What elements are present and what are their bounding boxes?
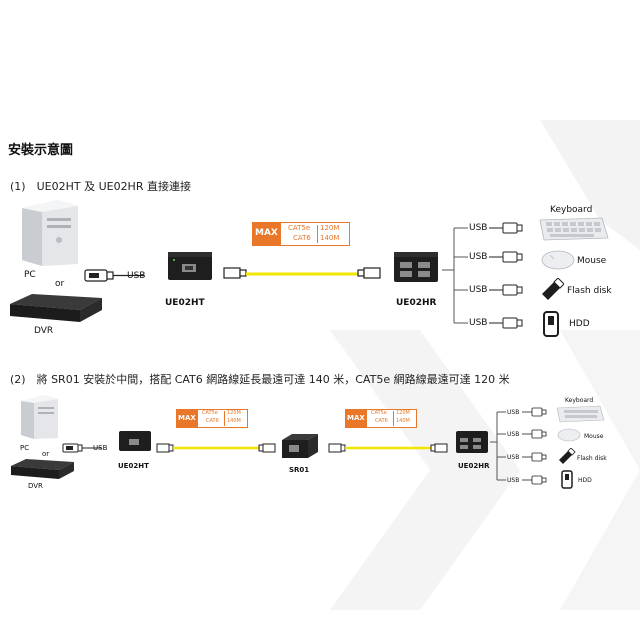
mouse-icon bbox=[557, 428, 581, 442]
keyboard-label: Keyboard bbox=[550, 205, 593, 215]
output-usb-label: USB bbox=[507, 409, 520, 416]
page-title: 安裝示意圖 bbox=[8, 143, 74, 158]
dist1-label: 120M bbox=[396, 410, 410, 416]
pc-icon bbox=[21, 395, 58, 439]
usb-connector-icon bbox=[489, 317, 523, 329]
output-usb-label: USB bbox=[507, 431, 520, 438]
max-label: MAX bbox=[255, 228, 278, 238]
ue02hr-label: UE02HR bbox=[458, 462, 490, 470]
ue02ht-device-icon bbox=[119, 431, 151, 451]
pc-icon bbox=[22, 200, 78, 266]
usb-plug-icon bbox=[62, 443, 102, 453]
output-usb-label: USB bbox=[469, 318, 488, 328]
cable2-label: CAT6 bbox=[375, 418, 388, 424]
usb-connector-icon bbox=[522, 407, 547, 417]
max-label: MAX bbox=[178, 414, 196, 422]
usb-connector-icon bbox=[489, 251, 523, 263]
ue02hr-device-icon bbox=[456, 431, 488, 453]
flash-disk-icon bbox=[559, 448, 576, 464]
network-cable-icon bbox=[328, 443, 448, 453]
usb-connector-icon bbox=[489, 222, 523, 234]
usb-connector-icon bbox=[489, 284, 523, 296]
keyboard-icon bbox=[539, 217, 609, 241]
cable2-label: CAT6 bbox=[293, 234, 311, 242]
max-distance-badge: MAX CAT5e 120M CAT6 140M bbox=[252, 222, 350, 246]
keyboard-label: Keyboard bbox=[565, 397, 594, 404]
max-distance-badge: MAX CAT5e 120M CAT6 140M bbox=[176, 409, 248, 428]
dist1-label: 120M bbox=[320, 224, 340, 232]
section1-heading: (1) UE02HT 及 UE02HR 直接連接 bbox=[10, 180, 191, 193]
sr01-repeater-icon bbox=[282, 434, 318, 458]
dist1-label: 120M bbox=[227, 410, 241, 416]
flash-disk-label: Flash disk bbox=[567, 286, 612, 296]
dist2-label: 140M bbox=[320, 234, 340, 242]
flash-disk-label: Flash disk bbox=[577, 455, 607, 462]
usb-label: USB bbox=[93, 444, 108, 452]
ue02ht-device-icon bbox=[168, 252, 212, 280]
mouse-icon bbox=[541, 250, 575, 270]
output-usb-label: USB bbox=[469, 252, 488, 262]
max-distance-badge: MAX CAT5e 120M CAT6 140M bbox=[345, 409, 417, 428]
ue02ht-label: UE02HT bbox=[165, 298, 205, 308]
output-bracket bbox=[442, 227, 468, 324]
mouse-label: Mouse bbox=[577, 256, 607, 266]
cable1-label: CAT5e bbox=[371, 410, 387, 416]
ue02hr-label: UE02HR bbox=[396, 298, 437, 308]
hdd-icon bbox=[561, 470, 573, 489]
ue02ht-label: UE02HT bbox=[118, 462, 149, 470]
pc-label: PC bbox=[20, 444, 30, 452]
output-usb-label: USB bbox=[469, 285, 488, 295]
or-label: or bbox=[42, 450, 50, 458]
output-usb-label: USB bbox=[507, 454, 520, 461]
dist2-label: 140M bbox=[227, 418, 241, 424]
hdd-label: HDD bbox=[569, 319, 590, 329]
usb-connector-icon bbox=[522, 452, 547, 462]
dvr-label: DVR bbox=[34, 326, 54, 336]
usb-connector-icon bbox=[522, 429, 547, 439]
sr01-label: SR01 bbox=[289, 466, 310, 474]
cable1-label: CAT5e bbox=[202, 410, 218, 416]
output-usb-label: USB bbox=[469, 223, 488, 233]
or-label: or bbox=[55, 279, 65, 289]
mouse-label: Mouse bbox=[584, 433, 604, 440]
usb-label: USB bbox=[127, 271, 146, 281]
ue02hr-device-icon bbox=[394, 252, 438, 282]
flash-disk-icon bbox=[542, 278, 564, 300]
output-bracket bbox=[490, 411, 506, 481]
network-cable-icon bbox=[156, 443, 276, 453]
network-cable-icon bbox=[223, 267, 381, 279]
hdd-icon bbox=[543, 311, 559, 337]
usb-connector-icon bbox=[522, 475, 547, 485]
dvr-icon bbox=[11, 459, 74, 479]
section2-heading: (2) 將 SR01 安裝於中間，搭配 CAT6 網路線延長最遠可達 140 米… bbox=[10, 373, 510, 386]
usb-plug-icon bbox=[84, 269, 144, 282]
max-label: MAX bbox=[347, 414, 365, 422]
cable2-label: CAT6 bbox=[206, 418, 219, 424]
dist2-label: 140M bbox=[396, 418, 410, 424]
cable1-label: CAT5e bbox=[288, 224, 311, 232]
pc-label: PC bbox=[24, 270, 36, 280]
keyboard-icon bbox=[556, 405, 605, 423]
output-usb-label: USB bbox=[507, 477, 520, 484]
dvr-icon bbox=[10, 294, 102, 322]
dvr-label: DVR bbox=[28, 482, 43, 490]
hdd-label: HDD bbox=[578, 477, 592, 484]
